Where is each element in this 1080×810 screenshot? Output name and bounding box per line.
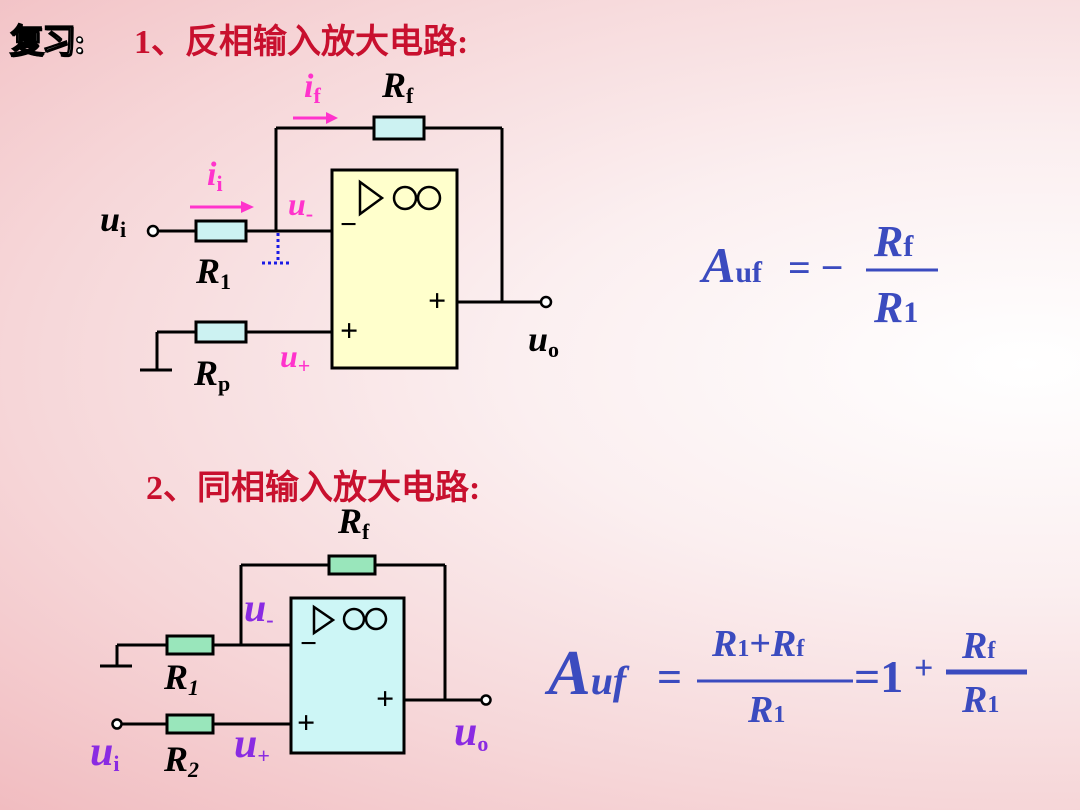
resistor2-r2 [165,713,215,735]
output-terminal-1 [539,295,553,309]
formula1-lhs: Auf [702,237,763,293]
formula2-plus: + [914,650,934,687]
label-r2-2: R2 [164,739,200,782]
label-r1-1: R1 [196,251,232,294]
label-uplus-2: u+ [234,721,270,768]
label-uplus-1: u+ [280,338,311,378]
current-arrow-if [293,112,338,124]
current-arrow-ii [190,201,254,213]
formula2-lhs: Auf [548,637,627,708]
formula2b-numerator: Rf [962,625,996,667]
resistor-rf [372,115,426,141]
opamp1-plus-in-sign: + [340,312,359,348]
label-uminus-1: u- [288,186,314,226]
formula2b-denominator: R1 [962,679,1000,721]
formula2-equals-one: =1 [854,651,904,702]
opamp1-plus-out-sign: + [428,282,447,318]
label-ui-1: ui [100,199,127,242]
section2-heading: 2、同相输入放大电路: [146,470,481,507]
label-uo-2: uo [454,709,489,756]
noninverting-circuit [100,554,492,755]
label-uo-1: uo [528,319,560,362]
label-rf-2: Rf [338,501,370,544]
resistor-rp [194,320,248,344]
label-rf-1: Rf [382,65,414,108]
formula1-equals: = − [788,245,844,290]
formula2-denominator: R1 [748,689,786,731]
label-ii: ii [207,156,223,196]
resistor2-rf [327,554,377,576]
label-if: if [304,68,321,108]
label-r1-2: R1 [164,657,200,700]
formula1-numerator: Rf [874,217,914,266]
opamp1-minus-sign: − [340,208,358,241]
input-terminal-1 [146,224,160,238]
opamp2-minus-sign: − [300,627,318,660]
inverting-circuit [140,115,553,372]
opamp2-plus-out-sign: + [376,680,395,716]
output-terminal-2 [480,694,492,706]
resistor2-r1 [165,634,215,656]
resistor-r1 [194,219,248,243]
opamp2-plus-in-sign: + [297,704,316,740]
formula1-denominator: R1 [874,283,919,332]
input-terminal-2 [111,718,123,730]
label-rp: Rp [194,353,231,396]
label-ui-2: ui [90,729,120,776]
formula2-equals: = [657,653,683,702]
virtual-ground-marker [262,233,292,265]
section1-heading: 1、反相输入放大电路: [134,24,469,61]
formula2-numerator: R1+Rf [712,623,805,665]
label-uminus-2: u- [244,585,274,632]
review-label: 复习: [9,23,86,61]
